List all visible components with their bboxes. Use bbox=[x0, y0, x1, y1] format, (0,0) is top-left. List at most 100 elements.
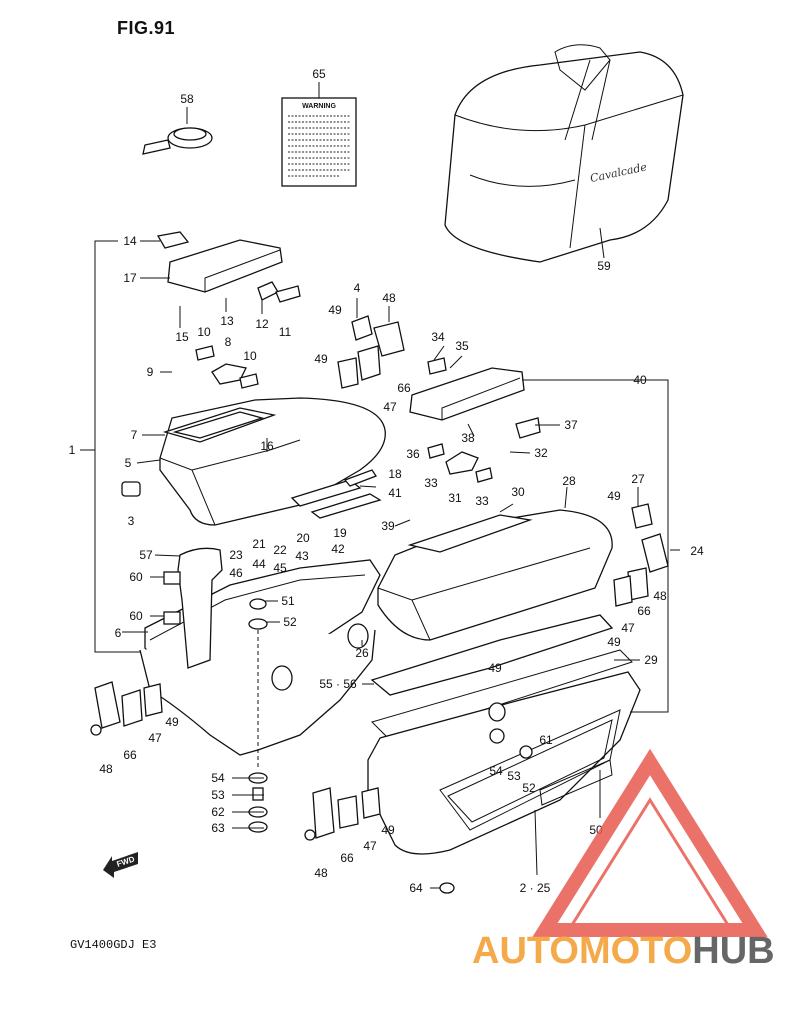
callout-65: 65 bbox=[312, 67, 326, 81]
callout-31: 31 bbox=[448, 491, 462, 505]
part-33-cover-a bbox=[427, 443, 445, 459]
model-code: GV1400GDJ E3 bbox=[70, 938, 157, 952]
callout-26: 26 bbox=[355, 646, 369, 660]
callout-21: 21 bbox=[252, 537, 266, 551]
part-60-pad-a bbox=[163, 571, 181, 585]
part-63-nut bbox=[248, 821, 268, 833]
part-28-lid bbox=[377, 509, 613, 641]
part-14-bracket bbox=[156, 231, 190, 249]
fwd-arrow-icon: FWD bbox=[103, 852, 138, 878]
callout-60b: 60 bbox=[129, 609, 143, 623]
callout-11: 11 bbox=[279, 325, 292, 339]
part-10-cover-b bbox=[239, 373, 259, 389]
callout-23: 23 bbox=[229, 548, 243, 562]
watermark-part1: AUTOMOTO bbox=[472, 930, 693, 972]
callout-27: 27 bbox=[631, 472, 645, 486]
callout-42: 42 bbox=[331, 542, 345, 556]
part-19-stay bbox=[290, 479, 382, 519]
part-52-washer-right bbox=[519, 745, 533, 759]
callout-44: 44 bbox=[252, 557, 266, 571]
part-40-lid-pad bbox=[409, 367, 525, 421]
callout-5: 5 bbox=[125, 456, 132, 470]
part-12-hinge bbox=[257, 281, 279, 301]
callout-6: 6 bbox=[115, 626, 122, 640]
callout-47d: 47 bbox=[363, 839, 377, 853]
part-51-bolt bbox=[249, 598, 267, 610]
part-10-cover-a bbox=[195, 345, 215, 361]
watermark-part2: HUB bbox=[692, 930, 775, 972]
part-57-stay bbox=[177, 547, 223, 669]
part-33-cover-b bbox=[475, 467, 493, 483]
callout-48d: 48 bbox=[314, 866, 328, 880]
callout-47b: 47 bbox=[621, 621, 635, 635]
callout-22: 22 bbox=[273, 543, 287, 557]
callout-54a: 54 bbox=[211, 771, 225, 785]
callout-53a: 53 bbox=[211, 788, 225, 802]
callout-4: 4 bbox=[354, 281, 361, 295]
part-48-lock-lower bbox=[304, 787, 335, 841]
part-54-cushion-right bbox=[489, 728, 505, 744]
part-66-plate-lower bbox=[337, 795, 359, 829]
part-50-emblem bbox=[539, 759, 613, 806]
part-48-latch-upper bbox=[373, 321, 405, 357]
callout-34: 34 bbox=[431, 330, 445, 344]
callout-32: 32 bbox=[534, 446, 548, 460]
callout-60a: 60 bbox=[129, 570, 143, 584]
callout-40: 40 bbox=[633, 373, 647, 387]
part-52-washer bbox=[248, 618, 268, 630]
callout-66a: 66 bbox=[397, 381, 411, 395]
callout-12: 12 bbox=[255, 317, 269, 331]
callout-29: 29 bbox=[644, 653, 658, 667]
figure-title: FIG.91 bbox=[117, 18, 176, 38]
callout-10b: 10 bbox=[243, 349, 257, 363]
part-8-latch bbox=[211, 363, 247, 385]
callout-48a: 48 bbox=[382, 291, 396, 305]
part-60-pad-b bbox=[163, 611, 181, 625]
part-47-plate-upper bbox=[337, 357, 359, 389]
part-17-lid-pad bbox=[167, 239, 283, 293]
callout-66d: 66 bbox=[340, 851, 354, 865]
callout-24: 24 bbox=[690, 544, 704, 558]
part-48-lock-left bbox=[90, 681, 121, 736]
watermark-logo-icon bbox=[532, 748, 768, 937]
callout-64: 64 bbox=[409, 881, 423, 895]
callout-19: 19 bbox=[333, 526, 347, 540]
part-47-plate-lower bbox=[361, 787, 381, 819]
part-18-stay bbox=[343, 469, 377, 487]
callout-52a: 52 bbox=[283, 615, 297, 629]
callout-33a: 33 bbox=[424, 476, 438, 490]
callout-49d: 49 bbox=[607, 635, 621, 649]
callout-58: 58 bbox=[180, 92, 194, 106]
callout-16: 16 bbox=[260, 439, 274, 453]
callout-49e: 49 bbox=[488, 661, 502, 675]
callout-53b: 53 bbox=[507, 769, 521, 783]
part-59-inner-bag: Cavalcade bbox=[444, 44, 684, 263]
part-31-latch bbox=[445, 451, 479, 475]
callout-48c: 48 bbox=[99, 762, 113, 776]
callout-49g: 49 bbox=[381, 823, 395, 837]
part-5-top-case-lid bbox=[159, 397, 386, 526]
callout-37: 37 bbox=[564, 418, 578, 432]
part-55-56-mat bbox=[370, 614, 614, 696]
callout-52b: 52 bbox=[522, 781, 536, 795]
callout-28: 28 bbox=[562, 474, 576, 488]
callout-33b: 33 bbox=[475, 494, 489, 508]
leader-lines bbox=[80, 82, 680, 889]
warning-label-title: WARNING bbox=[302, 103, 336, 110]
callout-59: 59 bbox=[597, 259, 611, 273]
watermark-text: AUTOMOTOHUB bbox=[472, 930, 775, 973]
callout-45: 45 bbox=[273, 561, 287, 575]
callout-20: 20 bbox=[296, 531, 310, 545]
callout-13: 13 bbox=[220, 314, 234, 328]
callout-41: 41 bbox=[388, 486, 402, 500]
callout-63: 63 bbox=[211, 821, 225, 835]
part-11-cover bbox=[275, 285, 301, 303]
callout-51: 51 bbox=[281, 594, 295, 608]
callout-7: 7 bbox=[131, 428, 138, 442]
part-58-clip bbox=[142, 127, 213, 155]
callout-36: 36 bbox=[406, 447, 420, 461]
callout-38: 38 bbox=[461, 431, 475, 445]
callout-8: 8 bbox=[225, 335, 232, 349]
part-37-cover bbox=[515, 417, 541, 439]
